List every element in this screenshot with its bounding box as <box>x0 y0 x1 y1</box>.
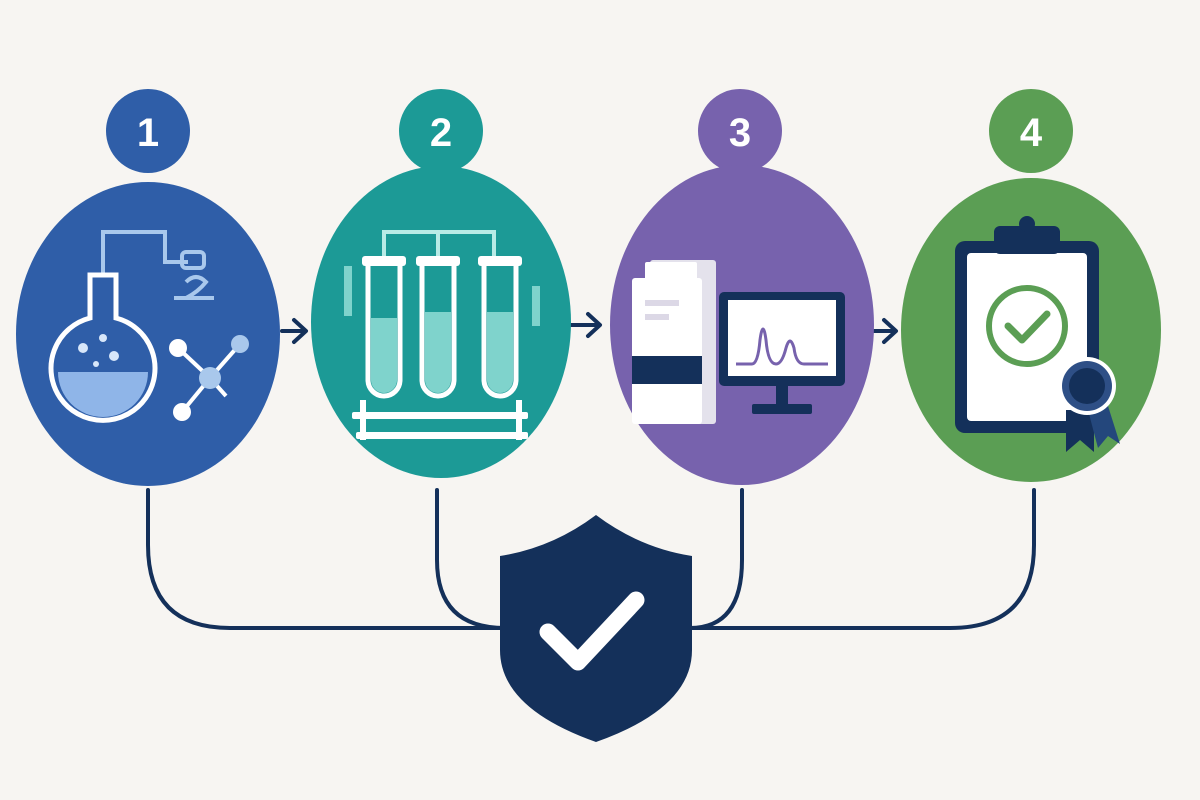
step-3-number: 3 <box>729 111 751 155</box>
step-1-circle <box>16 182 280 486</box>
arrow-1-to-2 <box>280 318 308 344</box>
step-3: 3 <box>610 89 874 485</box>
step-2-number: 2 <box>430 111 452 155</box>
connector-lines <box>146 488 1036 630</box>
step-4-number: 4 <box>1020 111 1043 155</box>
connector-step-2 <box>435 488 507 630</box>
step-3-badge <box>698 89 782 173</box>
arrow-2-to-3 <box>568 312 602 338</box>
step-2-badge <box>399 89 483 173</box>
connector-step-4 <box>688 488 1036 630</box>
chromatograph-monitor-icon <box>632 260 845 424</box>
step-4: 4 <box>901 89 1161 482</box>
connector-step-3 <box>688 488 744 630</box>
connector-step-1 <box>146 488 502 630</box>
clipboard-certificate-icon <box>955 216 1120 452</box>
test-tubes-icon <box>344 230 540 440</box>
arrow-3-to-4 <box>870 318 898 344</box>
step-1-number: 1 <box>137 111 159 155</box>
step-4-badge <box>989 89 1073 173</box>
shield-check-icon <box>500 515 692 742</box>
step-2: 2 <box>311 89 571 478</box>
step-1: 1 <box>16 89 280 486</box>
step-1-badge <box>106 89 190 173</box>
flask-molecule-icon <box>48 230 249 423</box>
